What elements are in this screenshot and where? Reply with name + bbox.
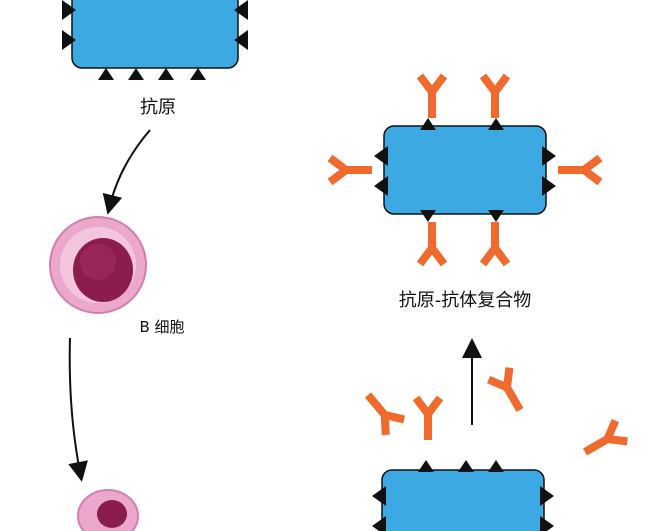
antigen-bottom bbox=[372, 460, 554, 531]
free-antibodies bbox=[359, 368, 628, 463]
bcell-label: B 细胞 bbox=[139, 318, 184, 336]
b-cell bbox=[49, 216, 147, 314]
complex-label: 抗原-抗体复合物 bbox=[399, 290, 532, 311]
plasma-cell bbox=[77, 489, 139, 531]
antigen-antibody-complex bbox=[330, 76, 600, 264]
arrow-to-plasma-cell bbox=[68, 337, 88, 482]
antigen-top bbox=[62, 0, 248, 80]
arrow-to-bcell bbox=[102, 129, 151, 215]
antigen-label: 抗原 bbox=[140, 97, 176, 118]
